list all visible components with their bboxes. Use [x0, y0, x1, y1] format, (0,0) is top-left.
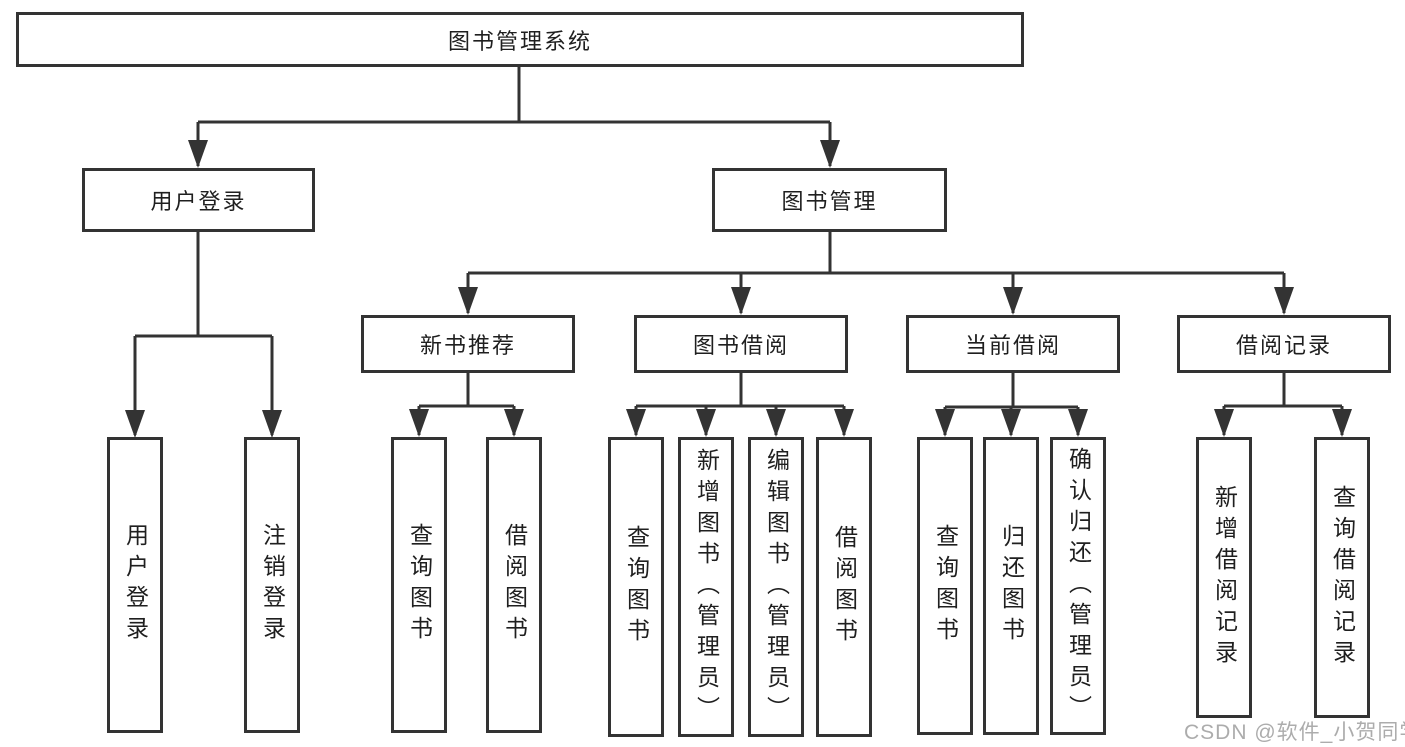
leaf-logout-label: 注销登录 — [259, 523, 286, 647]
node-borrow-records-label: 借阅记录 — [1235, 333, 1332, 358]
node-new-book-recommend-label: 新书推荐 — [419, 333, 516, 358]
arrowhead — [1001, 409, 1021, 437]
leaf-add-borrow-record-label: 新增借阅记录 — [1211, 484, 1238, 671]
arrowhead — [696, 409, 716, 437]
arrowhead — [820, 140, 840, 168]
node-borrow-records: 借阅记录 — [1177, 315, 1391, 373]
arrowhead — [458, 287, 478, 315]
connector-borrow-records-to-leaves — [1222, 372, 1344, 435]
leaf-query-books-current: 查询图书 — [917, 437, 973, 735]
leaf-add-borrow-record: 新增借阅记录 — [1196, 437, 1252, 718]
leaf-query-books-borrow-label: 查询图书 — [623, 525, 650, 649]
leaf-logout: 注销登录 — [244, 437, 300, 733]
leaf-query-books-recommend-label: 查询图书 — [406, 523, 433, 647]
leaf-edit-book-admin: 编辑图书（管理员） — [748, 437, 804, 737]
csdn-watermark: CSDN @软件_小贺同学 — [1184, 721, 1405, 744]
node-book-borrow-label: 图书借阅 — [692, 333, 789, 358]
node-current-borrow: 当前借阅 — [906, 315, 1120, 373]
arrowhead — [125, 410, 145, 438]
arrowhead — [188, 140, 208, 168]
leaf-query-books-recommend: 查询图书 — [391, 437, 447, 733]
connector-new-book-to-leaves — [417, 372, 516, 435]
node-current-borrow-label: 当前借阅 — [964, 333, 1061, 358]
arrowhead — [626, 409, 646, 437]
leaf-query-borrow-record-label: 查询借阅记录 — [1329, 484, 1356, 671]
connector-book-borrow-to-leaves — [634, 372, 846, 435]
leaf-edit-book-admin-label: 编辑图书（管理员） — [763, 447, 790, 727]
leaf-user-login-label: 用户登录 — [122, 523, 149, 647]
arrowhead — [262, 410, 282, 438]
leaf-borrow-books-borrow-label: 借阅图书 — [831, 525, 858, 649]
node-root-label: 图书管理系统 — [447, 28, 592, 54]
arrowhead — [935, 409, 955, 437]
leaf-borrow-books-recommend-label: 借阅图书 — [501, 523, 528, 647]
node-book-management-label: 图书管理 — [781, 189, 878, 214]
connector-root-to-level2 — [196, 66, 832, 166]
leaf-add-book-admin: 新增图书（管理员） — [678, 437, 734, 737]
leaf-return-book-label: 归还图书 — [998, 524, 1025, 648]
leaf-user-login: 用户登录 — [107, 437, 163, 733]
connector-book-management-to-level3 — [466, 231, 1286, 313]
leaf-borrow-books-borrow: 借阅图书 — [816, 437, 872, 737]
leaf-confirm-return-admin-label: 确认归还（管理员） — [1065, 446, 1092, 726]
leaf-confirm-return-admin: 确认归还（管理员） — [1050, 437, 1106, 735]
arrowhead — [1332, 409, 1352, 437]
node-book-management: 图书管理 — [712, 168, 947, 232]
arrowhead — [504, 409, 524, 437]
arrowhead — [1274, 287, 1294, 315]
leaf-add-book-admin-label: 新增图书（管理员） — [693, 447, 720, 727]
connector-user-login-to-leaves — [133, 231, 274, 435]
node-new-book-recommend: 新书推荐 — [361, 315, 575, 373]
leaf-query-borrow-record: 查询借阅记录 — [1314, 437, 1370, 718]
arrowhead — [731, 287, 751, 315]
arrowhead — [766, 409, 786, 437]
node-user-login-label: 用户登录 — [150, 189, 247, 214]
leaf-borrow-books-recommend: 借阅图书 — [486, 437, 542, 733]
node-user-login: 用户登录 — [82, 168, 315, 232]
arrowhead — [1003, 287, 1023, 315]
arrowhead — [1214, 409, 1234, 437]
leaf-return-book: 归还图书 — [983, 437, 1039, 735]
leaf-query-books-current-label: 查询图书 — [932, 524, 959, 648]
node-book-borrow: 图书借阅 — [634, 315, 848, 373]
arrowhead — [834, 409, 854, 437]
arrowhead — [1068, 409, 1088, 437]
leaf-query-books-borrow: 查询图书 — [608, 437, 664, 737]
arrowhead — [409, 409, 429, 437]
node-root: 图书管理系统 — [16, 12, 1024, 67]
